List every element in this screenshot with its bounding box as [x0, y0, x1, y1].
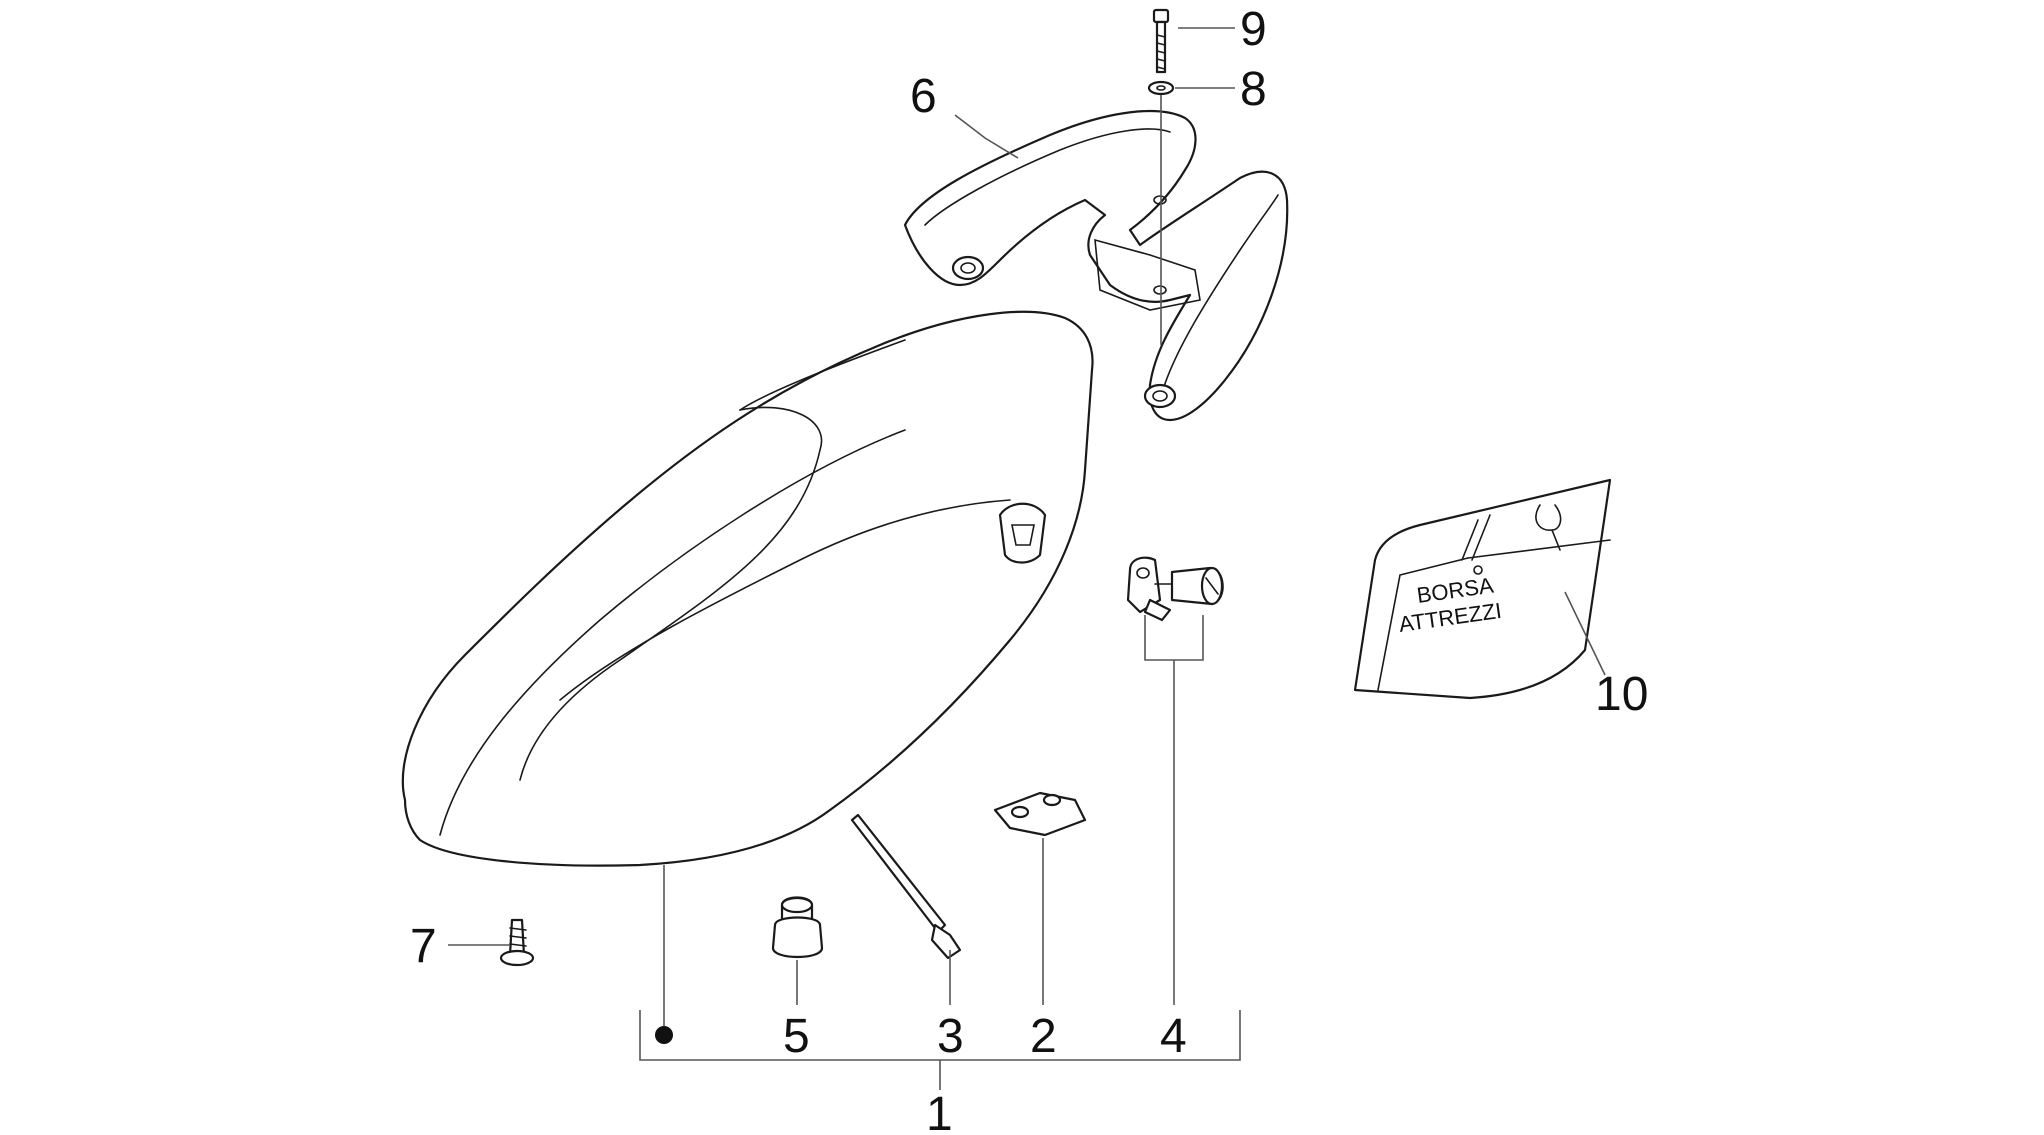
washer-8 [1147, 80, 1175, 96]
leader-lines [448, 27, 1606, 1090]
rubber-bush [771, 896, 824, 958]
callout-6: 6 [910, 70, 937, 123]
callout-10: 10 [1595, 668, 1648, 721]
callout-8: 8 [1240, 63, 1267, 116]
callout-5: 5 [783, 1010, 810, 1063]
grab-handle [903, 109, 1289, 422]
cable-tie [850, 813, 962, 960]
callout-3: 3 [937, 1010, 964, 1063]
lock-assembly [1126, 556, 1224, 622]
callout-9: 9 [1240, 3, 1267, 56]
callout-1: 1 [926, 1088, 953, 1135]
callout-4: 4 [1160, 1010, 1187, 1063]
screw-9 [1152, 8, 1170, 74]
tool-bag [1353, 478, 1612, 700]
seat-reference-dot [655, 1026, 673, 1044]
self-tapping-screw [499, 918, 535, 967]
callout-7: 7 [410, 920, 437, 973]
callout-2: 2 [1030, 1010, 1057, 1063]
seat [401, 310, 1094, 867]
hinge-bracket [993, 791, 1087, 837]
